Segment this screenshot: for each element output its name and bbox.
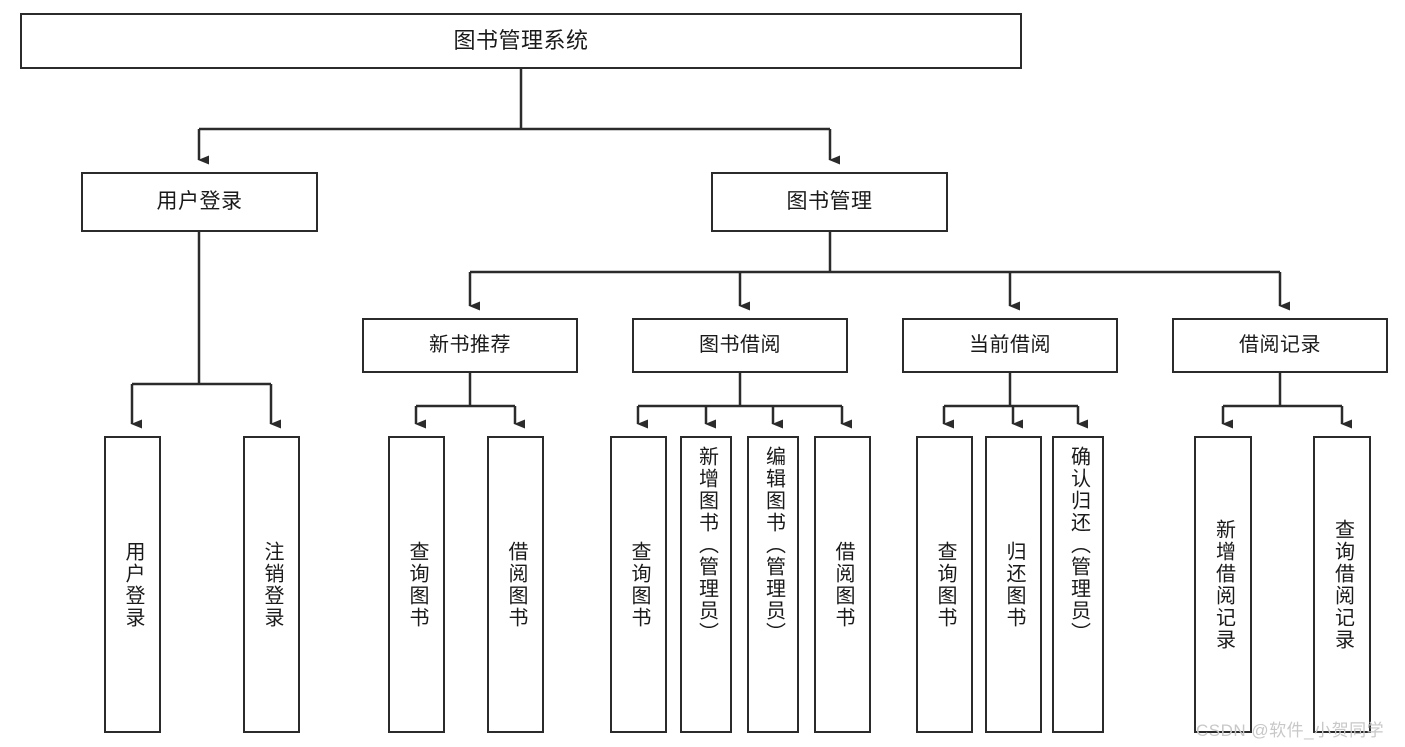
- node-leaf-borrow-book-recommend[interactable]: 借阅图书: [487, 436, 544, 733]
- node-label: 归还图书: [1003, 540, 1025, 629]
- node-leaf-query-book-recommend[interactable]: 查询图书: [388, 436, 445, 733]
- node-leaf-query-book-borrow[interactable]: 查询图书: [610, 436, 667, 733]
- node-label: 借阅图书: [505, 540, 527, 629]
- node-root-system[interactable]: 图书管理系统: [20, 13, 1022, 69]
- node-leaf-add-book-admin[interactable]: 新增图书（管理员）: [680, 436, 732, 733]
- node-label: 用户登录: [156, 189, 243, 213]
- node-leaf-query-borrow-record[interactable]: 查询借阅记录: [1313, 436, 1371, 733]
- node-leaf-logout-login[interactable]: 注销登录: [243, 436, 300, 733]
- node-user-login[interactable]: 用户登录: [81, 172, 318, 232]
- node-label: 图书借阅: [699, 334, 781, 356]
- node-label: 注销登录: [261, 540, 283, 629]
- node-leaf-query-book-current[interactable]: 查询图书: [916, 436, 973, 733]
- node-label: 新书推荐: [429, 334, 511, 356]
- node-current-borrow[interactable]: 当前借阅: [902, 318, 1118, 373]
- node-label: 当前借阅: [969, 334, 1051, 356]
- node-label: 图书管理: [786, 189, 873, 213]
- node-leaf-borrow-book-borrow[interactable]: 借阅图书: [814, 436, 871, 733]
- node-label: 借阅记录: [1239, 334, 1321, 356]
- node-book-management[interactable]: 图书管理: [711, 172, 948, 232]
- node-leaf-add-borrow-record[interactable]: 新增借阅记录: [1194, 436, 1252, 733]
- node-label: 查询图书: [628, 540, 650, 629]
- node-borrow-record[interactable]: 借阅记录: [1172, 318, 1388, 373]
- node-label: 查询图书: [934, 540, 956, 629]
- node-leaf-return-book[interactable]: 归还图书: [985, 436, 1042, 733]
- node-label: 新增图书（管理员）: [695, 446, 718, 644]
- node-label: 借阅图书: [832, 540, 854, 629]
- node-label: 用户登录: [122, 540, 144, 629]
- node-leaf-user-login[interactable]: 用户登录: [104, 436, 161, 733]
- node-label: 图书管理系统: [453, 28, 589, 54]
- node-label: 查询图书: [406, 540, 428, 629]
- csdn-watermark: CSDN @软件_小贺同学: [1196, 721, 1385, 740]
- node-leaf-confirm-return-admin[interactable]: 确认归还（管理员）: [1052, 436, 1104, 733]
- node-new-book-recommend[interactable]: 新书推荐: [362, 318, 578, 373]
- node-label: 确认归还（管理员）: [1067, 446, 1090, 644]
- node-leaf-edit-book-admin[interactable]: 编辑图书（管理员）: [747, 436, 799, 733]
- node-label: 查询借阅记录: [1331, 518, 1354, 651]
- node-label: 新增借阅记录: [1212, 518, 1235, 651]
- node-label: 编辑图书（管理员）: [762, 446, 785, 644]
- node-book-borrow[interactable]: 图书借阅: [632, 318, 848, 373]
